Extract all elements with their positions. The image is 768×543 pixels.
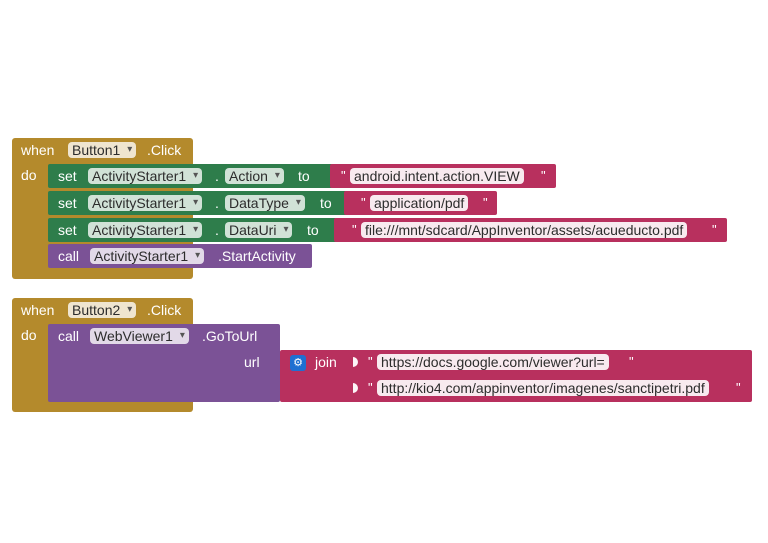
open-quote: "	[341, 168, 346, 183]
dot-label: .	[215, 168, 219, 184]
method-label: .GoToUrl	[202, 328, 258, 344]
component-dropdown[interactable]: ActivityStarter1	[90, 248, 205, 264]
property-dropdown[interactable]: DataUri	[225, 222, 293, 238]
call-keyword: call	[58, 248, 80, 264]
close-quote: "	[629, 354, 634, 369]
join-socket-2	[353, 383, 358, 393]
close-quote: "	[712, 222, 717, 237]
call-gotourl-block[interactable]: call WebViewer1 .GoToUrl url	[48, 324, 280, 402]
set-datatype-block[interactable]: set ActivityStarter1 . DataType to	[48, 191, 349, 215]
button2-dropdown[interactable]: Button2	[68, 302, 137, 318]
text-block-join-item-2[interactable]: " http://kio4.com/appinventor/imagenes/s…	[361, 377, 750, 399]
do-keyword: do	[21, 327, 37, 343]
component-dropdown[interactable]: ActivityStarter1	[88, 195, 203, 211]
text-block-datauri[interactable]: " file:///mnt/sdcard/AppInventor/assets/…	[334, 218, 727, 242]
to-keyword: to	[320, 195, 332, 211]
property-dropdown[interactable]: Action	[225, 168, 284, 184]
set-datauri-block[interactable]: set ActivityStarter1 . DataUri to	[48, 218, 338, 242]
call-startactivity-block[interactable]: call ActivityStarter1 .StartActivity	[48, 244, 312, 268]
button1-dropdown[interactable]: Button1	[68, 142, 137, 158]
component-dropdown[interactable]: WebViewer1	[90, 328, 189, 344]
click-event-label: .Click	[147, 142, 182, 158]
text-value[interactable]: https://docs.google.com/viewer?url=	[377, 354, 609, 370]
to-keyword: to	[307, 222, 319, 238]
method-label: .StartActivity	[218, 248, 296, 264]
when-keyword: when	[21, 302, 55, 318]
gear-icon[interactable]: ⚙	[290, 355, 306, 371]
open-quote: "	[368, 354, 373, 369]
set-keyword: set	[58, 195, 77, 211]
do-keyword: do	[21, 167, 37, 183]
component-dropdown[interactable]: ActivityStarter1	[88, 222, 203, 238]
set-keyword: set	[58, 168, 77, 184]
open-quote: "	[361, 195, 366, 210]
url-arg-label: url	[244, 354, 260, 370]
text-value[interactable]: android.intent.action.VIEW	[350, 168, 524, 184]
close-quote: "	[541, 168, 546, 183]
component-dropdown[interactable]: ActivityStarter1	[88, 168, 203, 184]
set-keyword: set	[58, 222, 77, 238]
text-value[interactable]: application/pdf	[370, 195, 469, 211]
click-event-label: .Click	[147, 302, 182, 318]
text-block-action[interactable]: " android.intent.action.VIEW "	[330, 164, 556, 188]
close-quote: "	[736, 380, 741, 395]
text-block-datatype[interactable]: " application/pdf "	[344, 191, 497, 215]
text-value[interactable]: http://kio4.com/appinventor/imagenes/san…	[377, 380, 709, 396]
text-value[interactable]: file:///mnt/sdcard/AppInventor/assets/ac…	[361, 222, 688, 238]
dot-label: .	[215, 222, 219, 238]
call-keyword: call	[58, 328, 80, 344]
join-socket-1	[353, 357, 358, 367]
when-keyword: when	[21, 142, 55, 158]
join-keyword: join	[315, 354, 337, 370]
set-action-block[interactable]: set ActivityStarter1 . Action to	[48, 164, 335, 188]
dot-label: .	[215, 195, 219, 211]
open-quote: "	[352, 222, 357, 237]
text-block-join-item-1[interactable]: " https://docs.google.com/viewer?url= "	[361, 351, 644, 373]
close-quote: "	[483, 195, 488, 210]
property-dropdown[interactable]: DataType	[225, 195, 305, 211]
open-quote: "	[368, 380, 373, 395]
to-keyword: to	[298, 168, 310, 184]
